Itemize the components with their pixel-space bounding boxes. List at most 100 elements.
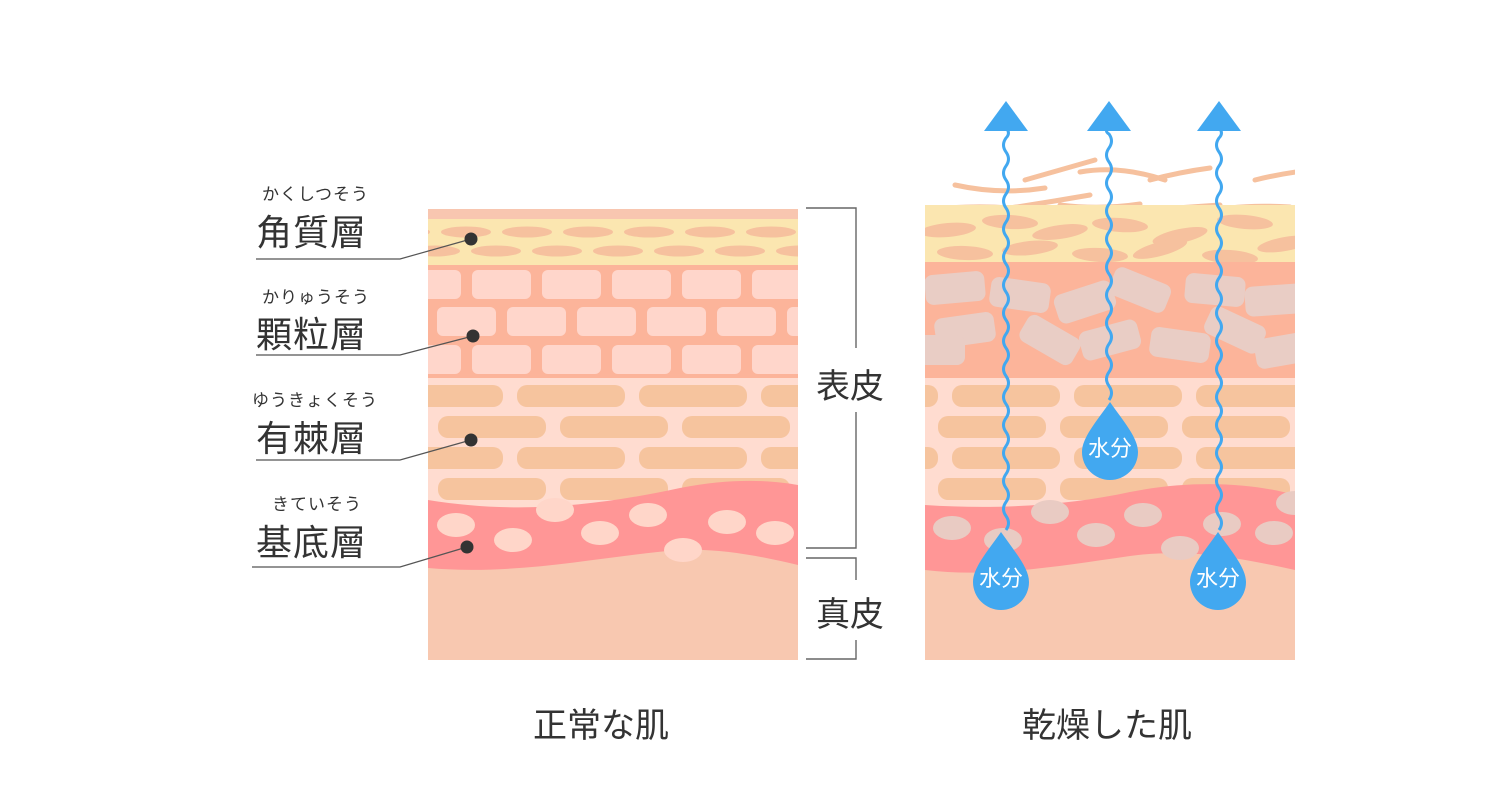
granulosum-cell <box>437 307 496 336</box>
corneum-cell <box>654 245 704 257</box>
spinosum-leader <box>256 439 472 461</box>
flake <box>1022 157 1098 183</box>
granulosum-cell <box>1108 267 1172 313</box>
spinosum-cell <box>761 447 798 469</box>
corneum-cell <box>563 226 613 238</box>
brackets <box>806 207 857 660</box>
granulosum-leader <box>256 335 474 356</box>
granulosum-cell <box>472 345 531 374</box>
granulosum-cell <box>1244 283 1295 317</box>
epidermis-bracket-top <box>806 207 857 348</box>
corneum-cell <box>982 214 1038 230</box>
basale-cell <box>664 538 702 562</box>
spinosum-cell <box>639 447 747 469</box>
corneum-cell <box>746 226 796 238</box>
spinosum-dot <box>464 433 478 447</box>
spinosum-cell <box>952 385 1060 407</box>
spinosum-cell <box>761 385 798 407</box>
spinosum-cell <box>560 416 668 438</box>
spinosum-cell <box>1182 416 1290 438</box>
basale-cell <box>1124 503 1162 527</box>
granulosum-cell <box>1019 314 1081 366</box>
spinosum-cell <box>1196 385 1295 407</box>
granulosum-cell <box>612 270 671 299</box>
granulosum-ruby: かりゅうそう <box>262 288 370 308</box>
granulosum-cell <box>1149 327 1211 363</box>
basale-leader <box>252 546 468 568</box>
normal-skin-caption: 正常な肌 <box>533 706 669 746</box>
spinosum-cell <box>560 478 668 500</box>
corneum-leader <box>256 238 472 260</box>
leader-lines <box>252 232 480 568</box>
granulosum-dot <box>466 329 480 343</box>
water-drop-label: 水分 <box>1088 437 1132 462</box>
spinosum-label: 有棘層 <box>256 419 368 460</box>
corneum-cell <box>502 226 552 238</box>
corneum-cell <box>776 245 798 257</box>
basale-cell <box>536 498 574 522</box>
dry-skin-caption: 乾燥した肌 <box>1022 706 1192 746</box>
water-drop-icon <box>973 532 1029 610</box>
water-drop-icon <box>1190 532 1246 610</box>
spinosum-cell <box>925 385 938 407</box>
corneum-cell <box>925 222 976 238</box>
spinosum-cell <box>938 478 1046 500</box>
corneum-ruby: かくしつそう <box>262 185 369 205</box>
spinosum-cell <box>428 447 503 469</box>
epidermis-bracket-bottom <box>806 410 857 549</box>
granulosum-cell <box>1053 280 1117 324</box>
dry-corneum-cells <box>925 214 1295 265</box>
epidermis-label: 表皮 <box>816 355 884 412</box>
granulosum-cell <box>647 307 706 336</box>
granulosum-cell <box>925 335 965 365</box>
corneum-cell <box>441 226 491 238</box>
granulosum-cell <box>717 307 776 336</box>
corneum-cell <box>1132 239 1188 259</box>
skin-surface-band <box>428 209 798 219</box>
corneum-cell <box>1072 247 1128 263</box>
spinosum-cell <box>1074 385 1182 407</box>
basale-cell <box>629 503 667 527</box>
flake <box>1147 165 1213 183</box>
granulosum-cell <box>1184 273 1246 307</box>
corneum-cell <box>532 245 582 257</box>
basale-cell <box>437 513 475 537</box>
dermis-bracket-bottom <box>806 635 857 660</box>
granulosum-cells <box>428 270 798 374</box>
granulosum-cell <box>612 345 671 374</box>
corneum-cell <box>428 229 430 235</box>
basale-cell <box>933 516 971 540</box>
basale-cell <box>1161 536 1199 560</box>
corneum-cell <box>937 245 993 261</box>
granulosum-cell <box>542 270 601 299</box>
evaporation-arrow-icon <box>984 101 1028 131</box>
evaporation-arrow-icon <box>1087 101 1131 131</box>
granulosum-cell <box>428 345 461 374</box>
granulosum-cell <box>542 345 601 374</box>
spinosum-cell <box>682 416 790 438</box>
water-drop-label: 水分 <box>979 567 1023 592</box>
corneum-cell <box>685 226 735 238</box>
flake <box>952 182 1048 194</box>
spinosum-cell <box>517 447 625 469</box>
granulosum-cell <box>682 345 741 374</box>
spinosum-cell <box>438 478 546 500</box>
spinosum-cell <box>428 385 503 407</box>
spinosum-ruby: ゆうきょくそう <box>252 391 378 411</box>
dermis-label: 真皮 <box>816 583 884 640</box>
granulosum-label: 顆粒層 <box>256 315 368 356</box>
corneum-cell <box>715 245 765 257</box>
corneum-layer <box>428 219 798 265</box>
granulosum-cell <box>752 345 798 374</box>
corneum-cell <box>1092 217 1148 233</box>
granulosum-cell <box>682 270 741 299</box>
water-wave-line <box>1215 126 1223 531</box>
normal-skin-panel <box>428 209 798 660</box>
basale-cells <box>437 498 794 562</box>
basale-cell <box>1031 500 1069 524</box>
granulosum-cell <box>507 307 566 336</box>
corneum-cell <box>428 245 460 257</box>
basale-cell <box>708 510 746 534</box>
corneum-cell <box>1257 235 1295 253</box>
